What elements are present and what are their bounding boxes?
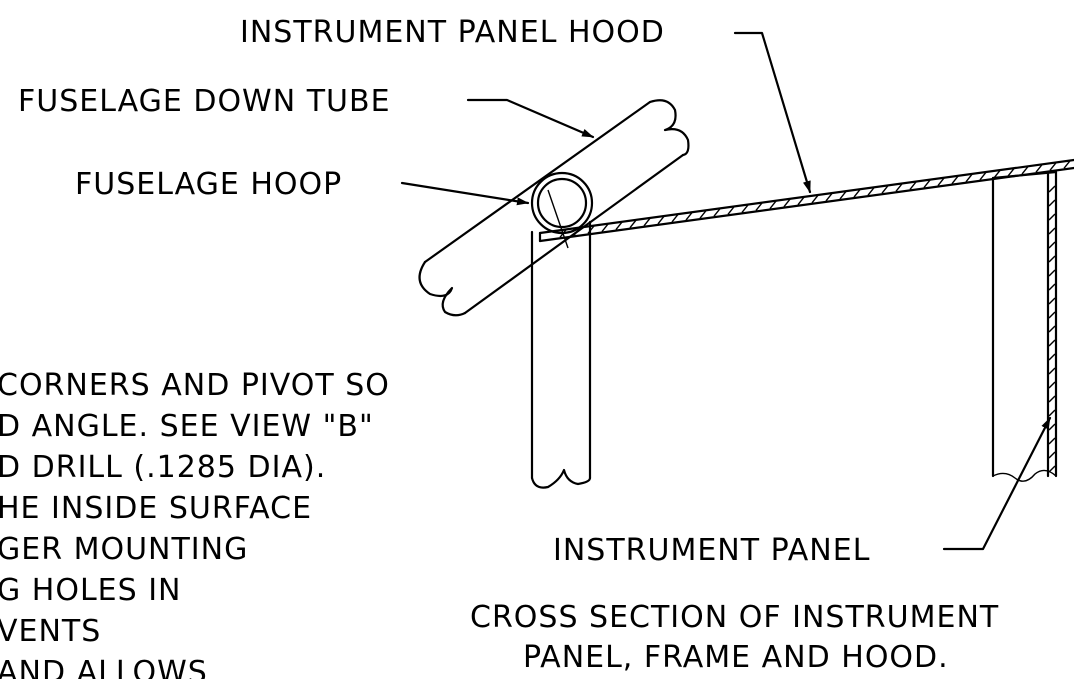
instrument-panel-section <box>991 170 1058 482</box>
note-line: HE INSIDE SURFACE <box>0 491 312 526</box>
leader-hoop <box>400 181 530 206</box>
notes-text: CORNERS AND PIVOT SO D ANGLE. SEE VIEW "… <box>0 368 390 679</box>
note-line: GER MOUNTING <box>0 532 248 567</box>
caption-line-1: CROSS SECTION OF INSTRUMENT <box>470 600 999 635</box>
label-instrument-panel: INSTRUMENT PANEL <box>553 533 870 568</box>
label-fuselage-hoop: FUSELAGE HOOP <box>75 167 342 202</box>
label-instrument-panel-hood: INSTRUMENT PANEL HOOD <box>240 15 665 50</box>
note-line: D ANGLE. SEE VIEW "B" <box>0 409 374 444</box>
label-fuselage-down-tube: FUSELAGE DOWN TUBE <box>18 84 391 119</box>
note-line: VENTS <box>0 614 101 649</box>
caption-line-2: PANEL, FRAME AND HOOD. <box>523 640 949 675</box>
note-line: CORNERS AND PIVOT SO <box>0 368 390 403</box>
frame-vertical-tube <box>530 220 592 489</box>
leader-down-tube <box>466 98 595 139</box>
leader-panel <box>942 416 1052 551</box>
note-line: D DRILL (.1285 DIA). <box>0 450 326 485</box>
note-line: G HOLES IN <box>0 573 182 608</box>
note-line: AND ALLOWS <box>0 655 208 679</box>
fuselage-down-tube <box>418 99 690 317</box>
leader-hood <box>733 31 812 194</box>
instrument-panel-hood <box>538 158 1074 243</box>
